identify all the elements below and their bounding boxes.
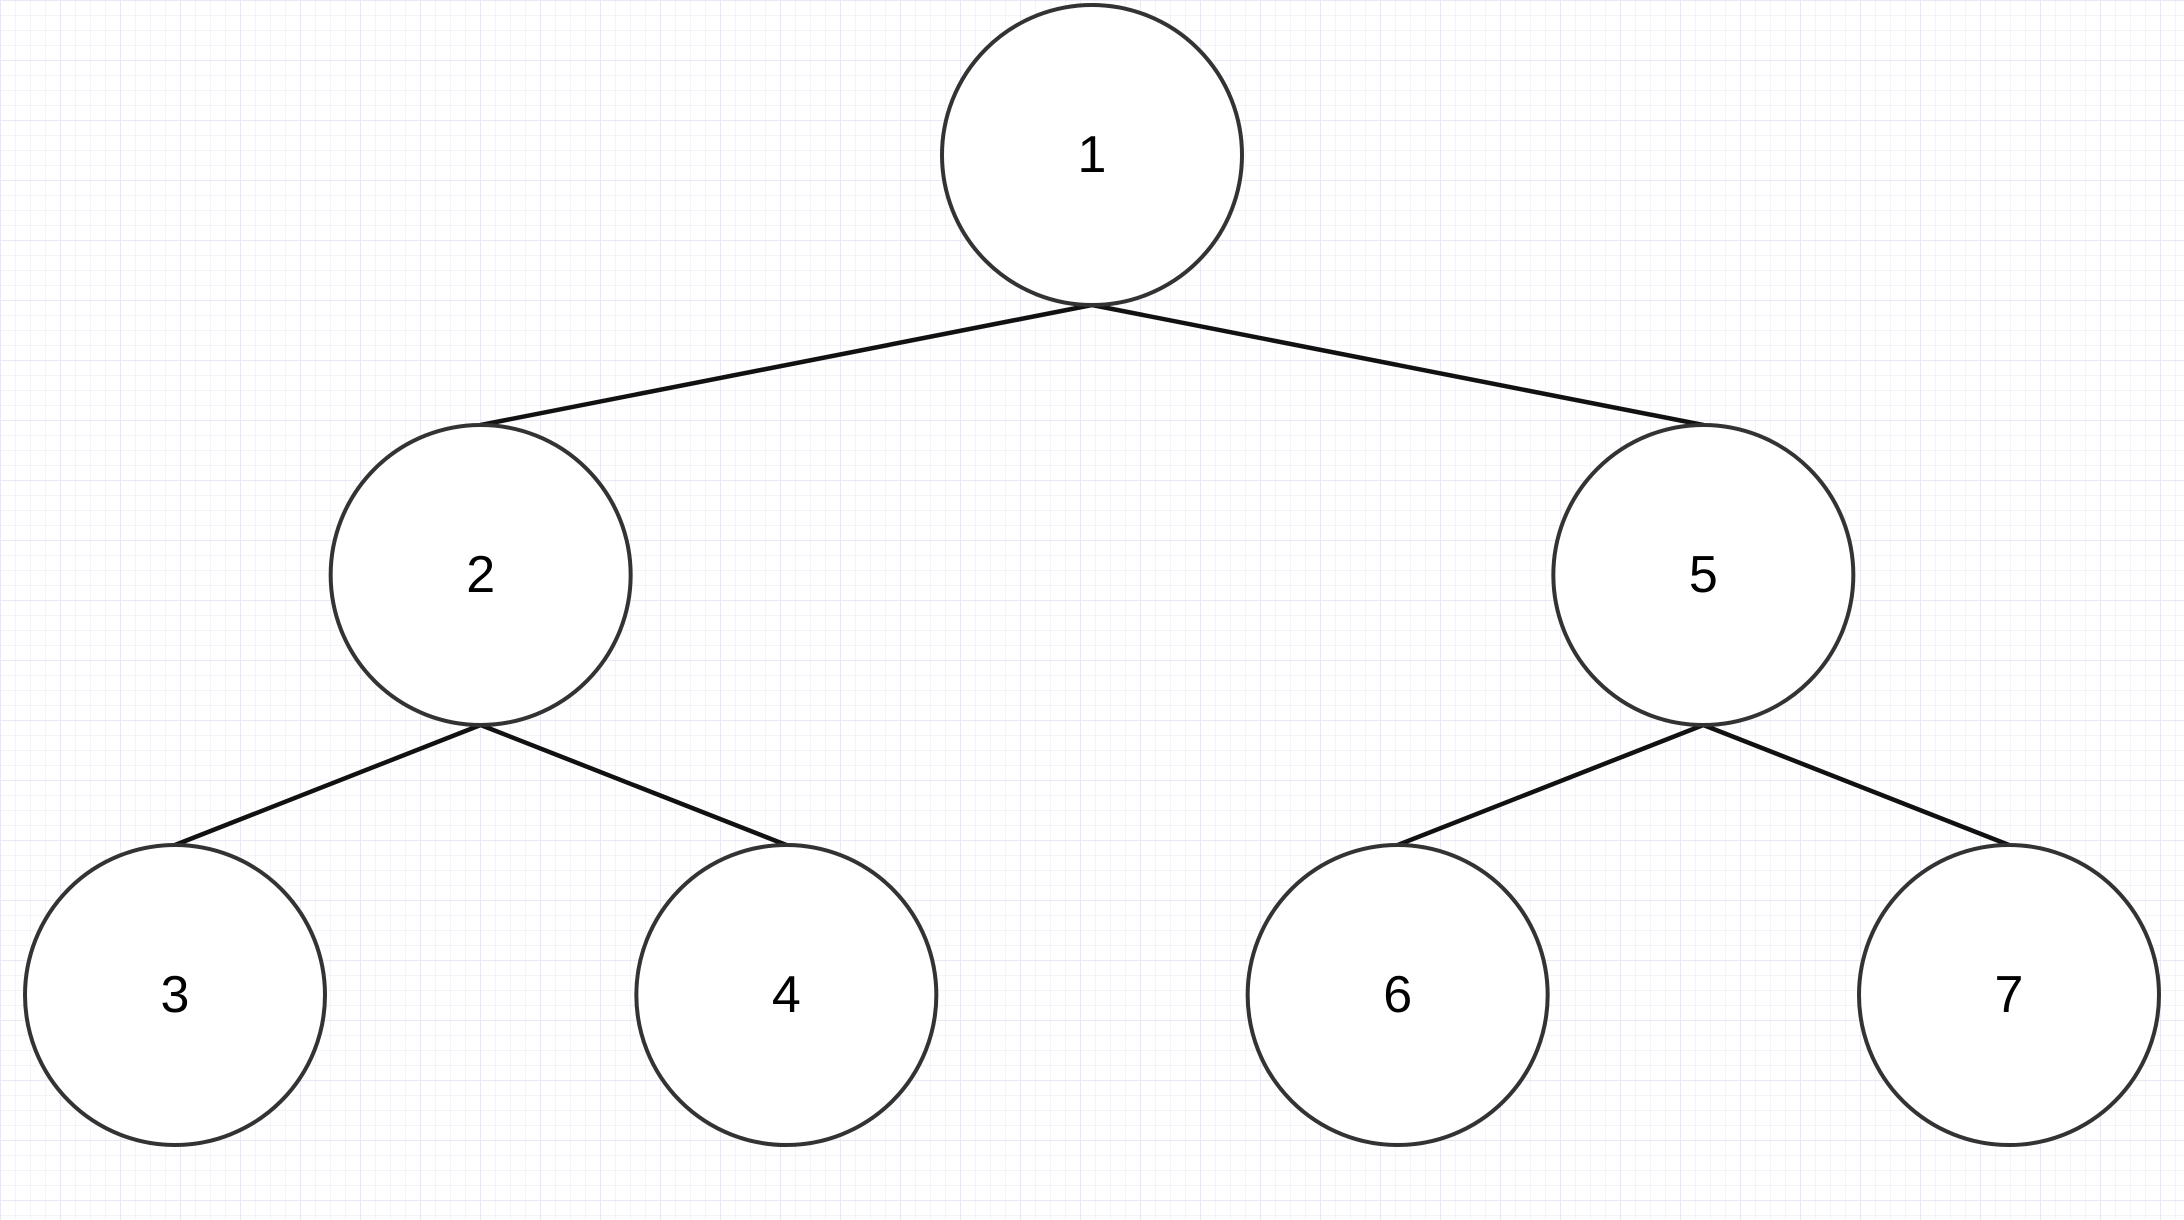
node-label: 4 [772,966,801,1024]
edge-2-3 [172,722,483,848]
nodes-layer: 1 2 5 3 4 6 7 [23,3,2161,1147]
tree-node-5: 5 [1551,423,1856,727]
node-label: 3 [161,966,190,1024]
tree-node-3: 3 [23,843,327,1147]
node-label: 6 [1383,966,1412,1024]
node-circle [1551,423,1856,727]
node-label: 7 [1995,966,2024,1024]
node-circle [328,423,633,727]
tree-node-1: 1 [940,3,1244,307]
node-circle [940,3,1244,307]
node-label: 5 [1689,546,1718,604]
edge-5-6 [1395,722,1706,848]
tree-node-2: 2 [328,423,633,727]
edge-1-5 [1089,302,1706,428]
edge-5-7 [1701,722,2012,848]
tree-node-6: 6 [1245,843,1550,1147]
tree-node-4: 4 [634,843,939,1147]
node-circle [1857,843,2161,1147]
node-label: 1 [1078,126,1107,184]
node-label: 2 [466,546,495,604]
edges-layer [172,302,2012,848]
node-circle [23,843,327,1147]
tree-node-7: 7 [1857,843,2161,1147]
node-circle [1245,843,1550,1147]
node-circle [634,843,939,1147]
edge-1-2 [478,302,1095,428]
edge-2-4 [478,722,789,848]
